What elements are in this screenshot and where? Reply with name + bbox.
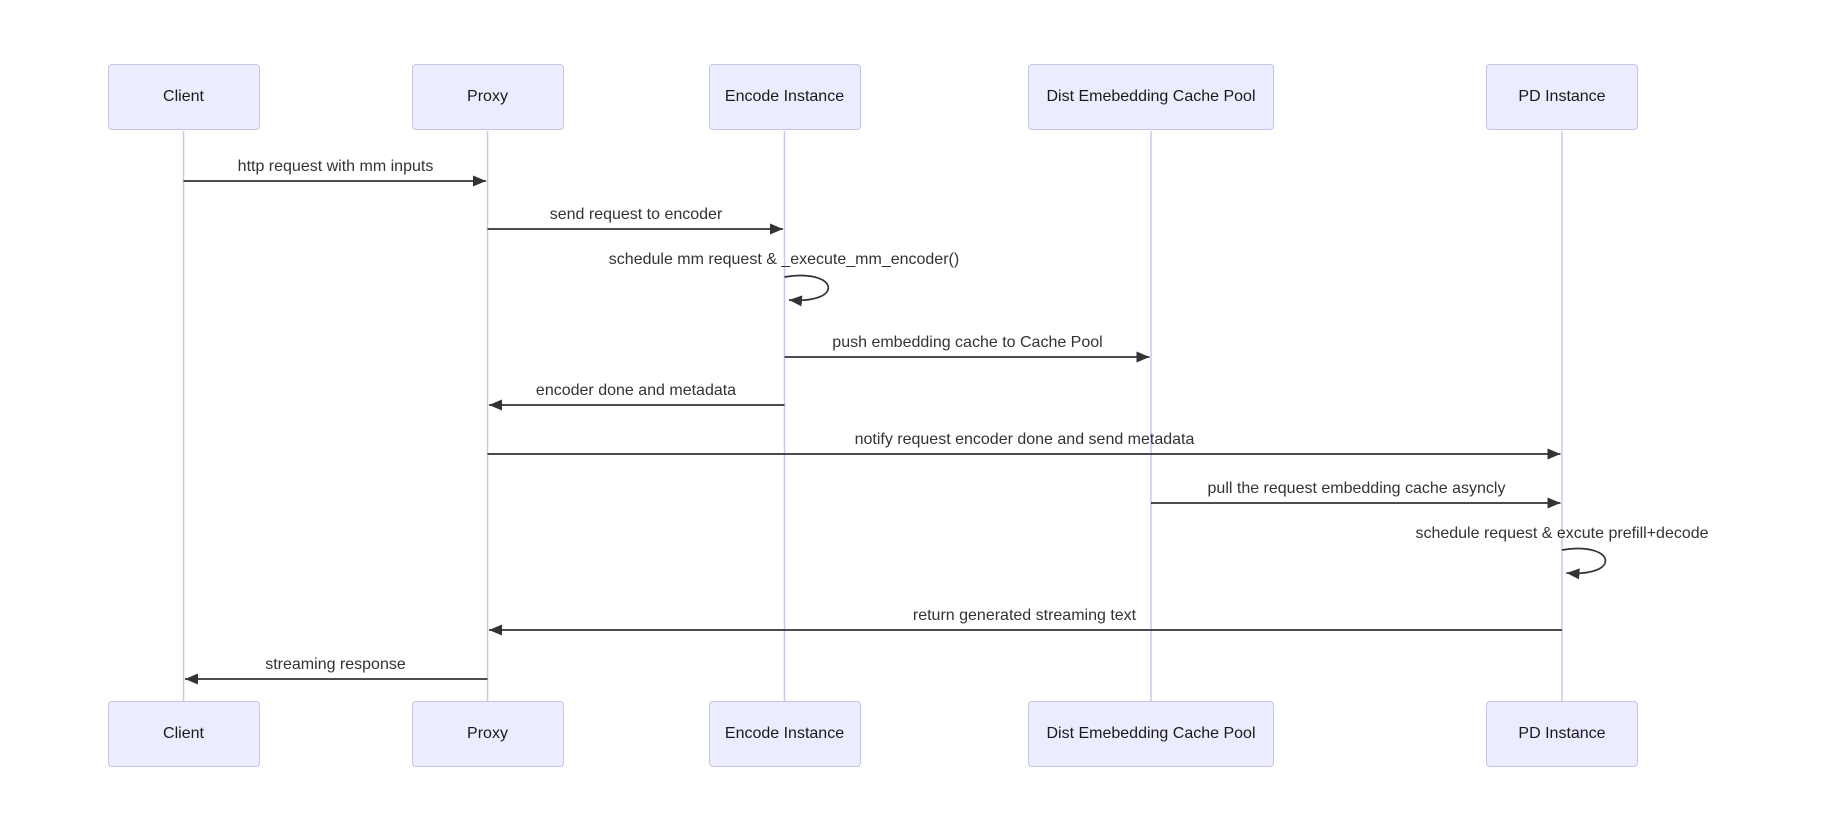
message-label-pull-cache: pull the request embedding cache asyncly [1207, 480, 1506, 497]
message-label-streaming-response: streaming response [265, 656, 406, 673]
message-label-return-streaming: return generated streaming text [912, 607, 1137, 624]
message-label-send-request: send request to encoder [549, 206, 723, 223]
message-label-push-cache: push embedding cache to Cache Pool [832, 334, 1103, 351]
actor-encode-bottom: Encode Instance [708, 701, 861, 767]
actor-pd-bottom: PD Instance [1486, 701, 1638, 767]
arrow-self-pd [1561, 547, 1607, 580]
actor-pd-top: PD Instance [1486, 64, 1638, 130]
actor-cachepool-bottom: Dist Emebedding Cache Pool [1028, 701, 1274, 767]
message-label-encoder-done: encoder done and metadata [535, 382, 737, 399]
actor-proxy-bottom: Proxy [411, 701, 564, 767]
message-label-self-encode: schedule mm request & _execute_mm_encode… [608, 251, 960, 268]
arrow-self-encode [784, 274, 830, 307]
message-label-http-request: http request with mm inputs [237, 158, 434, 175]
actor-encode-top: Encode Instance [708, 64, 861, 130]
actor-client-bottom: Client [107, 701, 260, 767]
message-label-self-pd: schedule request & excute prefill+decode [1415, 525, 1709, 542]
actor-proxy-top: Proxy [411, 64, 564, 130]
actor-cachepool-top: Dist Emebedding Cache Pool [1028, 64, 1274, 130]
actor-client-top: Client [107, 64, 260, 130]
message-label-notify-encoder-done: notify request encoder done and send met… [854, 431, 1195, 448]
